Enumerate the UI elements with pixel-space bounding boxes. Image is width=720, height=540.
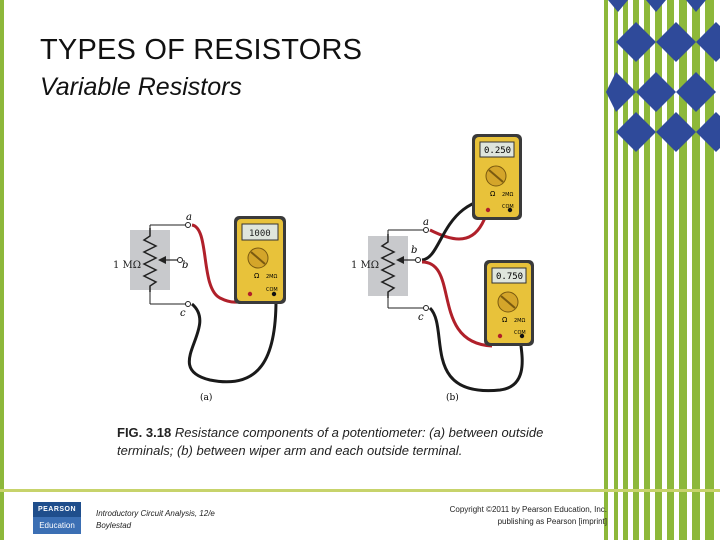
resistor-box-b [368, 236, 408, 296]
slide-subtitle: Variable Resistors [40, 73, 242, 101]
panel-a: 1 MΩ a b c 1000 2MΩ Ω COM (a) [113, 212, 286, 403]
svg-text:2MΩ: 2MΩ [502, 192, 513, 198]
svg-text:2MΩ: 2MΩ [266, 274, 277, 280]
panel-b: 1 MΩ a b c 0.250 2MΩ Ω COM [351, 134, 534, 403]
svg-text:2MΩ: 2MΩ [514, 318, 525, 324]
terminal-a-label: a [186, 212, 192, 223]
svg-text:COM: COM [514, 330, 526, 336]
meter-b-bottom-display: 0.750 [496, 272, 523, 282]
resistor-label-b: 1 MΩ [351, 260, 379, 271]
svg-text:Ω: Ω [490, 190, 496, 198]
panel-b-label: (b) [446, 392, 459, 403]
wiper-arrow-a [158, 256, 166, 264]
resistor-zigzag-b [380, 234, 396, 298]
svg-text:b: b [411, 245, 417, 256]
book-citation: Introductory Circuit Analysis, 12/e Boyl… [96, 508, 215, 532]
figure-caption: FIG. 3.18 Resistance components of a pot… [117, 424, 557, 460]
svg-text:COM: COM [266, 287, 278, 293]
resistor-zigzag-a [142, 228, 158, 292]
caption-text: Resistance components of a potentiometer… [117, 425, 544, 458]
footer-divider [0, 489, 720, 492]
svg-text:a: a [423, 217, 429, 228]
book-title: Introductory Circuit Analysis, 12/e [96, 509, 215, 518]
multimeter-b-bottom: 0.750 2MΩ Ω COM [484, 260, 534, 346]
diamond-pattern [606, 0, 720, 152]
meter-a-display: 1000 [249, 229, 271, 239]
panel-a-label: (a) [200, 392, 212, 403]
slide-title: TYPES OF RESISTORS [40, 34, 363, 66]
figure-number: FIG. 3.18 [117, 425, 172, 440]
svg-text:c: c [418, 312, 424, 323]
potentiometer-figure: 1 MΩ a b c 1000 2MΩ Ω COM (a) [113, 134, 534, 403]
svg-text:Ω: Ω [254, 272, 260, 280]
terminal-c-label: c [180, 308, 186, 319]
meter-b-top-display: 0.250 [484, 146, 511, 156]
black-lead-a [187, 299, 278, 384]
copyright-notice: Copyright ©2011 by Pearson Education, In… [449, 505, 607, 526]
resistor-label-a: 1 MΩ [113, 260, 141, 271]
multimeter-a: 1000 2MΩ Ω COM [234, 216, 286, 304]
pearson-logo: PEARSON Education [33, 502, 81, 534]
book-author: Boylestad [96, 521, 132, 530]
multimeter-b-top: 0.250 2MΩ Ω COM [472, 134, 522, 220]
svg-text:Ω: Ω [502, 316, 508, 324]
svg-text:COM: COM [502, 204, 514, 210]
terminal-b-label: b [182, 260, 188, 271]
